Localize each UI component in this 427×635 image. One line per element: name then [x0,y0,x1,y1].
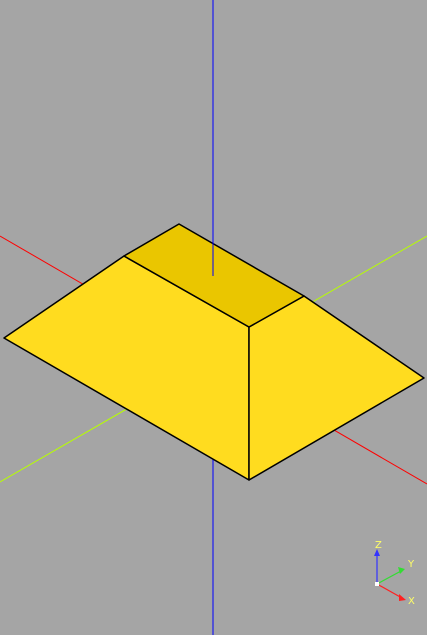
orientation-y-axis [376,570,402,585]
orientation-z-label: Z [375,540,382,551]
orientation-z-arrow-icon [374,549,380,556]
orientation-origin [375,582,379,586]
front-right-face[interactable] [248,295,425,481]
top-face[interactable] [123,223,305,328]
orientation-y-arrow-icon [398,567,405,574]
truncated-pyramid-model[interactable] [3,223,425,481]
orientation-x-arrow-icon [399,594,406,601]
orientation-y-label: Y [407,559,415,570]
orientation-x-label: X [408,596,415,607]
orientation-indicator: Z Y X [374,540,415,607]
orientation-x-axis [376,583,403,599]
